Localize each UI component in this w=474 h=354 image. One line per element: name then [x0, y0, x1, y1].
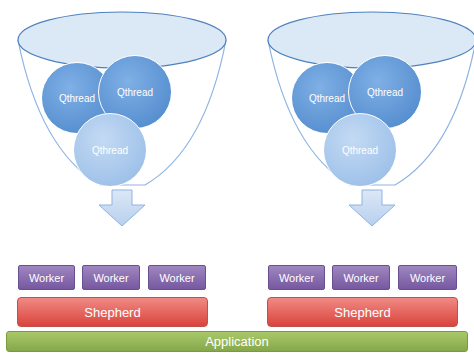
node-label: Qthread: [309, 93, 345, 104]
node-label: Worker: [93, 272, 128, 284]
node-label: Application: [205, 334, 269, 349]
node-label: Qthread: [92, 145, 128, 156]
worker-box: Worker: [268, 265, 325, 290]
node-label: Shepherd: [334, 305, 390, 320]
funnel: [18, 12, 226, 226]
node-label: Worker: [279, 272, 314, 284]
funnel: [268, 12, 474, 226]
qthread-circle: Qthread: [323, 113, 397, 187]
node-label: Worker: [159, 272, 194, 284]
node-label: Qthread: [59, 93, 95, 104]
worker-box: Worker: [332, 265, 390, 290]
worker-box: Worker: [148, 265, 206, 290]
application-bar: Application: [6, 331, 468, 352]
node-label: Qthread: [117, 87, 153, 98]
worker-box: Worker: [398, 265, 457, 290]
node-label: Worker: [410, 272, 445, 284]
shepherd-bar: Shepherd: [17, 297, 208, 327]
node-label: Worker: [29, 272, 64, 284]
node-label: Shepherd: [84, 305, 140, 320]
shepherd-bar: Shepherd: [267, 297, 458, 327]
node-label: Qthread: [367, 87, 403, 98]
worker-box: Worker: [18, 265, 75, 290]
worker-box: Worker: [82, 265, 140, 290]
node-label: Qthread: [342, 145, 378, 156]
qthread-circle: Qthread: [73, 113, 147, 187]
node-label: Worker: [343, 272, 378, 284]
